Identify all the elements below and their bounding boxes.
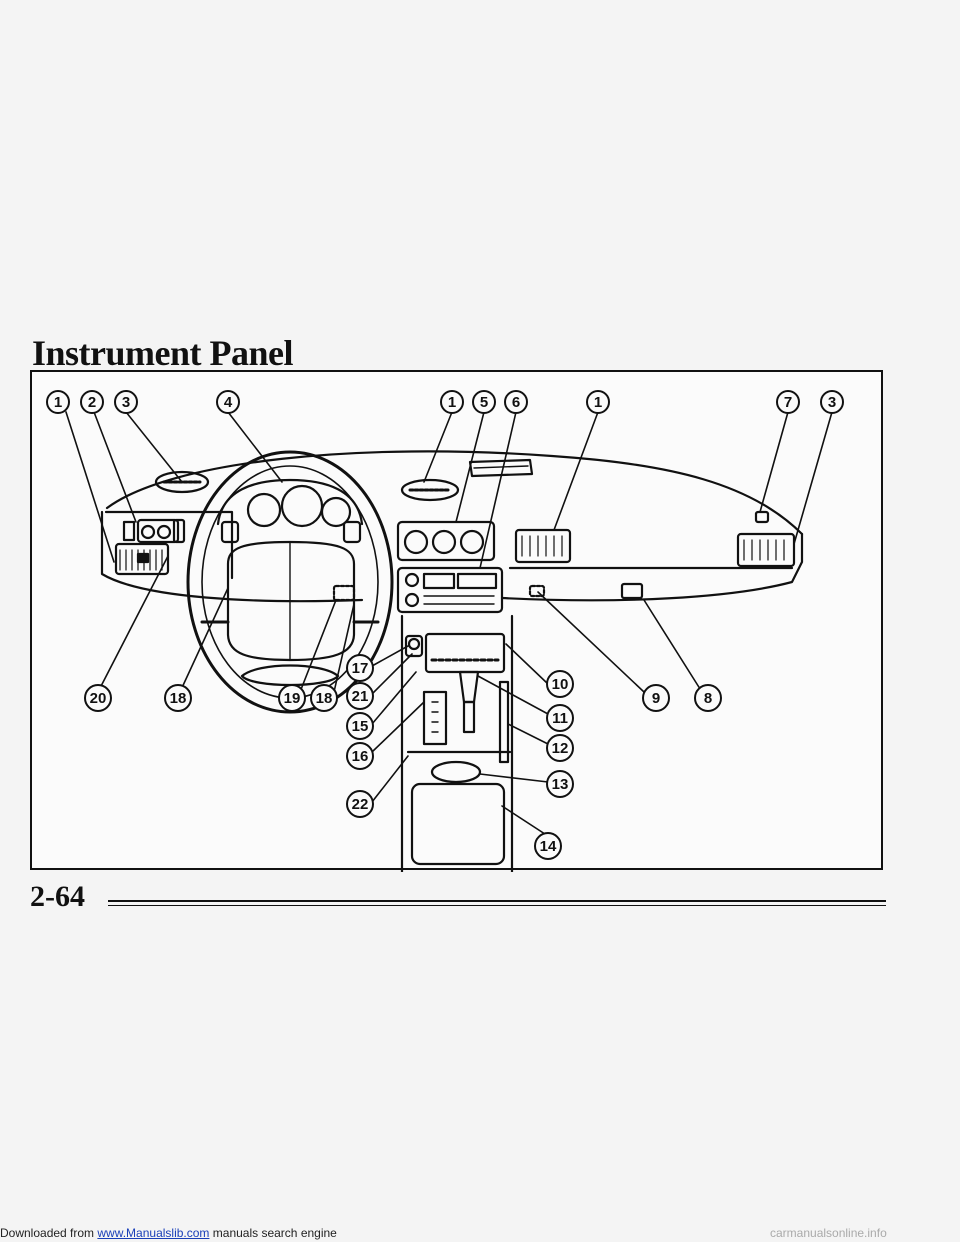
gear-shifter: [458, 670, 480, 704]
callout-number: 6: [512, 394, 520, 411]
callout-number: 18: [170, 690, 187, 707]
climate-control-panel: [396, 520, 496, 562]
footer-rule-thin: [108, 905, 886, 906]
right-air-vent: [736, 532, 796, 568]
instrument-panel-diagram: 1 2 3 4 1 5 6 1 7 3 20 18 19 18 17 21 15…: [30, 370, 883, 872]
callout-number: 1: [54, 394, 62, 411]
watermark: carmanualsonline.info: [770, 1226, 887, 1240]
center-console: [400, 614, 514, 872]
callout-number: 11: [552, 710, 568, 727]
callout-number: 3: [828, 394, 836, 411]
passenger-switch: [528, 584, 546, 598]
download-footer: Downloaded from www.Manualslib.com manua…: [0, 1226, 337, 1240]
gauge-cluster: [216, 478, 364, 526]
callout-number: 15: [352, 718, 369, 735]
callout-number: 20: [90, 690, 107, 707]
headlamp-switch: [136, 518, 180, 544]
glove-box-latch: [620, 582, 644, 600]
callout-number: 12: [552, 740, 569, 757]
callout-number: 18: [316, 690, 333, 707]
dashboard-top-outline: [105, 450, 804, 536]
gear-indicator: [422, 690, 448, 746]
center-speaker-grille: [400, 478, 460, 502]
footer-prefix: Downloaded from: [0, 1226, 98, 1240]
callout-number: 17: [352, 660, 369, 677]
callout-number: 22: [352, 796, 369, 813]
cup-holder: [430, 760, 482, 784]
sensor: [754, 510, 770, 524]
callout-number: 14: [540, 838, 557, 855]
callout-number: 5: [480, 394, 488, 411]
callout-numbers: 1 2 3 4 1 5 6 1 7 3 20 18 19 18 17 21 15…: [54, 394, 836, 855]
callout-number: 7: [784, 394, 792, 411]
callout-number: 19: [284, 690, 301, 707]
left-air-vent: [114, 542, 170, 576]
page-number: 2-64: [30, 880, 85, 913]
callout-number: 9: [652, 690, 660, 707]
radio: [396, 566, 504, 614]
callout-number: 8: [704, 690, 712, 707]
airbag-pad: [226, 540, 356, 662]
armrest: [410, 782, 506, 866]
dashboard-illustration: 1 2 3 4 1 5 6 1 7 3 20 18 19 18 17 21 15…: [46, 390, 844, 872]
left-speaker-grille: [154, 470, 210, 494]
callout-number: 21: [352, 688, 369, 705]
callout-number: 2: [88, 394, 96, 411]
callout-markers: [46, 390, 844, 860]
page-title: Instrument Panel: [32, 333, 294, 373]
cruise-control: [332, 584, 356, 602]
steering-wheel: [186, 450, 394, 714]
callout-number: 10: [552, 676, 569, 693]
callout-number: 1: [448, 394, 456, 411]
dashboard-front-edge: [100, 510, 364, 603]
callout-number: 13: [552, 776, 569, 793]
footer-rule: [108, 900, 886, 902]
footer-suffix: manuals search engine: [209, 1226, 337, 1240]
callout-number: 3: [122, 394, 130, 411]
manualslib-link[interactable]: www.Manualslib.com: [97, 1226, 210, 1240]
callout-number: 4: [224, 394, 233, 411]
center-right-air-vent: [514, 528, 572, 564]
callout-number: 16: [352, 748, 369, 765]
callout-number: 1: [594, 394, 602, 411]
